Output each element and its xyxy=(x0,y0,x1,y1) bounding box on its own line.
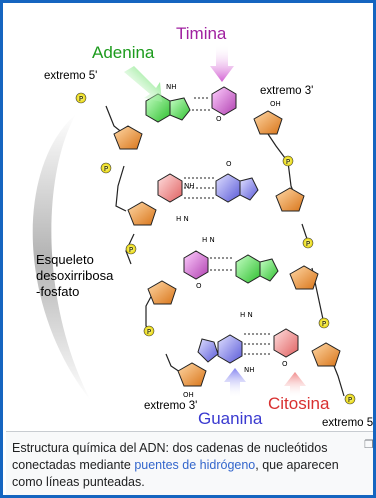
caption-text-before: Estructura química del ADN: dos cadenas … xyxy=(12,441,328,472)
citosina-label: Citosina xyxy=(268,394,330,413)
extremo-5-top-label: extremo 5' xyxy=(44,70,97,82)
phosphate-groups xyxy=(75,92,356,405)
deoxyribose-sugars xyxy=(113,110,341,387)
backbone-bracket xyxy=(32,114,91,401)
phosphorus-label: P xyxy=(348,396,352,404)
svg-text:NH: NH xyxy=(166,83,177,91)
figure-caption: Estructura química del ADN: dos cadenas … xyxy=(6,431,374,495)
svg-text:O: O xyxy=(226,160,232,168)
enlarge-icon[interactable]: ❐ xyxy=(364,438,374,451)
phosphorus-label: P xyxy=(104,165,108,173)
svg-text:O: O xyxy=(196,282,202,290)
extremo-3-top-label: extremo 3' xyxy=(260,85,313,97)
adenina-arrow xyxy=(124,66,162,102)
svg-text:O: O xyxy=(282,360,288,368)
base-pair-timina-adenina xyxy=(183,250,279,284)
extremo-5-bottom-label: extremo 5 xyxy=(322,417,373,429)
timina-label: Timina xyxy=(176,24,227,43)
backbone-label-line2: desoxirribosa xyxy=(36,268,114,283)
phosphorus-label: P xyxy=(286,158,290,166)
base-pair-citosina-guanina xyxy=(157,173,259,203)
extremo-3-bottom-label: extremo 3' xyxy=(144,400,197,412)
phosphorus-label: P xyxy=(79,95,83,103)
guanina-arrow xyxy=(224,368,246,398)
backbone-label-line1: Esqueleto xyxy=(36,252,94,267)
dna-structure-figure[interactable]: P P P P P P P P xyxy=(6,6,373,431)
adenina-label: Adenina xyxy=(92,43,155,62)
phosphorus-label: P xyxy=(322,320,326,328)
svg-text:H N: H N xyxy=(176,215,189,223)
svg-text:O: O xyxy=(216,115,222,123)
hydrogen-bonds-link[interactable]: puentes de hidrógeno xyxy=(134,458,256,472)
svg-text:OH: OH xyxy=(183,391,194,399)
svg-text:NH: NH xyxy=(184,182,195,190)
phosphate-letters: P P P P P P P P xyxy=(79,95,352,404)
phosphorus-label: P xyxy=(306,240,310,248)
timina-arrow xyxy=(210,44,234,82)
caption-text-after: , que aparecen como líneas punteadas. xyxy=(12,458,339,489)
svg-text:NH: NH xyxy=(244,366,255,374)
backbone-label-line3: -fosfato xyxy=(36,284,79,299)
svg-text:OH: OH xyxy=(270,100,281,108)
phosphorus-label: P xyxy=(147,328,151,336)
svg-text:H N: H N xyxy=(202,236,215,244)
guanina-label: Guanina xyxy=(198,409,263,428)
atom-labels: NH NH H N H N H N NH OH OH O O O O xyxy=(166,83,288,399)
citosina-arrow xyxy=(284,372,306,398)
base-pair-guanina-citosina xyxy=(197,328,299,364)
phosphorus-label: P xyxy=(129,246,133,254)
svg-text:H N: H N xyxy=(240,311,253,319)
